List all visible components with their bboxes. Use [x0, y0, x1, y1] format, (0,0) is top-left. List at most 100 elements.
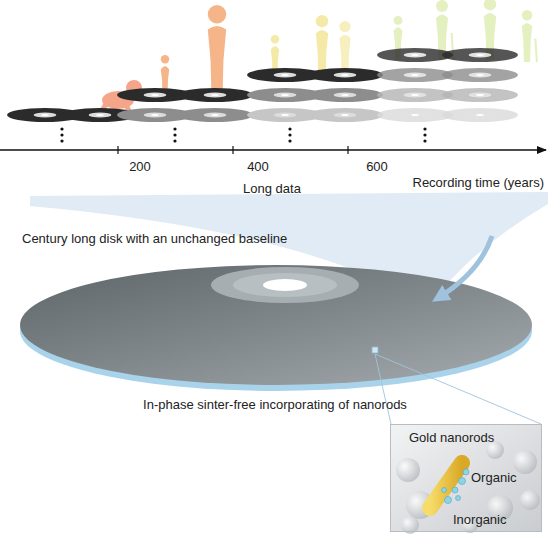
- person-head: [522, 10, 532, 20]
- disk-surface: [177, 88, 253, 102]
- disk-hub: [274, 113, 297, 118]
- disk-hole: [341, 114, 349, 116]
- ellipsis-dot: [173, 139, 176, 142]
- disk-hole: [411, 74, 419, 76]
- disk-surface: [377, 48, 453, 62]
- organic-molecule: [442, 488, 447, 493]
- disk-hole: [476, 74, 484, 76]
- disk-hub: [334, 73, 357, 78]
- axis-tick-label: 600: [366, 160, 388, 175]
- disk-surface: [307, 108, 383, 122]
- disk-hub: [334, 93, 357, 98]
- ellipsis-dot: [423, 127, 426, 130]
- axis-tick-label: 400: [247, 160, 269, 175]
- disk-hole: [411, 54, 419, 56]
- disk-hole: [151, 114, 159, 116]
- disk-hole: [281, 114, 289, 116]
- organic-molecule: [459, 478, 466, 485]
- disk-icon: [377, 68, 453, 82]
- ellipsis-dot: [288, 139, 291, 142]
- disk-hole: [96, 114, 104, 116]
- disk-hole: [411, 114, 419, 116]
- disk-hole: [341, 74, 349, 76]
- person-head: [339, 21, 350, 32]
- material-label: Organic: [471, 471, 517, 486]
- disk-hub-inner: [233, 273, 337, 297]
- axis-tick: [232, 146, 233, 154]
- disk-icon: [442, 48, 518, 62]
- disk-surface: [177, 108, 253, 122]
- person-body: [522, 23, 532, 62]
- person-head: [161, 55, 169, 63]
- ellipsis-dot: [288, 133, 291, 136]
- zoom-marker: [372, 347, 378, 353]
- disk-icon: [442, 88, 518, 102]
- disk-hub: [204, 113, 227, 118]
- organic-molecule: [445, 497, 452, 504]
- disk-hole: [411, 94, 419, 96]
- annotation: Century long disk with an unchanged base…: [22, 232, 287, 247]
- ellipsis-dot: [173, 133, 176, 136]
- disk-hole: [281, 74, 289, 76]
- gold-nanorod: [430, 463, 462, 508]
- ellipsis-dot: [60, 133, 63, 136]
- disk-icon: [177, 108, 253, 122]
- disk-hub: [144, 93, 167, 98]
- disk-hole: [476, 94, 484, 96]
- disk-hub: [334, 113, 357, 118]
- person-head: [271, 35, 279, 43]
- disk-icon: [377, 108, 453, 122]
- disk-surface: [377, 108, 453, 122]
- disk-icon: [177, 88, 253, 102]
- disk-surface: [442, 48, 518, 62]
- annotation: In-phase sinter-free incorporating of na…: [143, 398, 407, 413]
- disk-hub: [469, 113, 492, 118]
- disk-icon: [377, 88, 453, 102]
- ellipsis-dot: [423, 139, 426, 142]
- disk-hub: [404, 113, 427, 118]
- disk-hub: [404, 73, 427, 78]
- zoom-leader: [375, 354, 541, 424]
- person-head: [484, 0, 496, 10]
- person-head: [316, 15, 328, 27]
- disk-hole: [341, 94, 349, 96]
- ellipsis-dot: [423, 133, 426, 136]
- disk-surface: [442, 108, 518, 122]
- disk-hub: [469, 93, 492, 98]
- ellipsis-dot: [60, 139, 63, 142]
- organic-molecule: [452, 487, 458, 493]
- disk-icon: [307, 88, 383, 102]
- inset-box: Gold nanorodsOrganicInorganic: [390, 424, 542, 532]
- axis-title: Long data: [243, 182, 301, 197]
- callout-label: Gold nanorods: [409, 431, 494, 446]
- disk-surface: [442, 68, 518, 82]
- time-axis: [0, 149, 546, 150]
- pointer-arrow: [438, 236, 492, 298]
- disk-surface: [377, 88, 453, 102]
- person-head: [394, 16, 403, 25]
- disk-hole: [41, 114, 49, 116]
- disk-icon: [442, 108, 518, 122]
- material-label: Inorganic: [453, 513, 506, 528]
- disk-hole: [476, 54, 484, 56]
- axis-tick-label: 200: [129, 160, 151, 175]
- person-head: [208, 5, 226, 23]
- disk-hub: [404, 53, 427, 58]
- inorganic-particle: [513, 450, 537, 474]
- disk-hole: [211, 94, 219, 96]
- disk-surface: [377, 68, 453, 82]
- disk-surface: [307, 88, 383, 102]
- disk-hub: [144, 113, 167, 118]
- disk-hub: [89, 113, 112, 118]
- disk-hole: [151, 94, 159, 96]
- disk-hub-ring: [211, 267, 359, 303]
- person-figure: [316, 15, 328, 77]
- disk-icon: [442, 68, 518, 82]
- axis-tick: [117, 146, 118, 154]
- disk-hub: [274, 73, 297, 78]
- ellipsis-dot: [60, 127, 63, 130]
- disk-hub: [469, 53, 492, 58]
- organic-molecule: [456, 496, 461, 501]
